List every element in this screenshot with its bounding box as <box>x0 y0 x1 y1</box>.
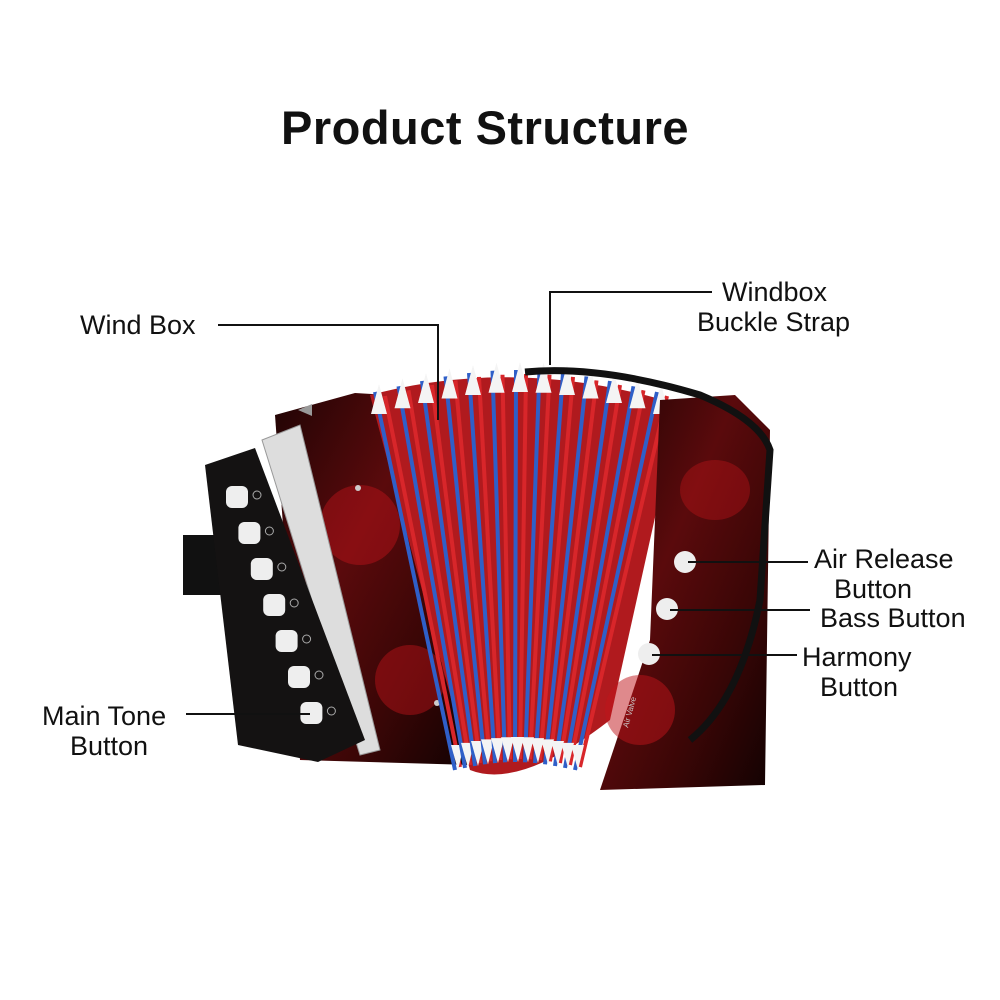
bellows-fold <box>538 376 575 761</box>
bellows-fold <box>453 380 492 762</box>
note-marker-icon <box>264 526 274 536</box>
label-bass-button: Bass Button <box>820 603 966 633</box>
bellows-fold <box>467 372 497 764</box>
note-marker-icon <box>252 490 262 500</box>
bellows-fold <box>500 374 512 760</box>
bellows-corner <box>511 737 524 762</box>
label-harmony-line1: Harmony <box>802 642 912 672</box>
bellows-fold <box>548 380 599 762</box>
bellows-corner <box>571 745 584 770</box>
main-tone-button[interactable] <box>250 558 273 580</box>
main-tone-button[interactable] <box>288 666 310 688</box>
bellows-fold <box>578 395 669 768</box>
bellows-fold <box>406 389 472 766</box>
bellows-fold <box>518 373 528 760</box>
bellows-corner <box>491 738 504 764</box>
air-release-button[interactable] <box>674 551 696 573</box>
main-tone-button[interactable] <box>300 702 323 724</box>
bellows-fold <box>396 385 467 769</box>
bellows-corner <box>531 738 544 764</box>
bellows-corner <box>512 362 528 392</box>
main-tone-button[interactable] <box>263 594 286 616</box>
bellows-corner <box>418 373 434 403</box>
bellows-fold <box>383 395 462 768</box>
bellows-corner <box>441 368 458 399</box>
label-main-tone-line2: Button <box>70 731 149 761</box>
bellows-fold <box>528 374 552 760</box>
bellows-corner <box>559 364 575 395</box>
bellows-fold <box>558 384 622 764</box>
bellows-fold <box>477 376 502 761</box>
note-marker-icon <box>277 562 287 572</box>
bellows-fold <box>420 380 477 767</box>
page-title: Product Structure <box>280 101 690 154</box>
label-main-tone-line1: Main Tone <box>42 701 167 731</box>
label-wind-box: Wind Box <box>80 310 196 340</box>
note-marker-icon <box>314 670 324 680</box>
bellows-corner <box>606 373 622 403</box>
bellows-corner <box>371 384 387 414</box>
bellows-corner <box>471 741 484 766</box>
note-marker-icon <box>326 706 336 716</box>
main-tone-button[interactable] <box>226 486 248 508</box>
bellows-fold <box>443 376 487 765</box>
note-marker-icon <box>289 598 299 608</box>
bellows-corner <box>501 737 514 763</box>
bellows-corner <box>629 378 646 409</box>
bellows-fold <box>513 369 518 763</box>
bellows-corner <box>521 737 534 763</box>
note-marker-icon <box>302 634 312 644</box>
label-air-release-line1: Air Release <box>814 544 954 574</box>
bellows-fold <box>563 385 636 769</box>
bellows-fold <box>523 370 542 763</box>
bellows-fold <box>533 372 565 764</box>
buckle-strap <box>524 367 774 743</box>
leader-lines <box>186 291 810 715</box>
harmony-button[interactable] <box>638 643 660 665</box>
bellows-corner <box>561 742 574 768</box>
bass-button[interactable] <box>656 598 678 620</box>
bellows-corner <box>551 741 564 766</box>
main-tone-button[interactable] <box>275 630 298 652</box>
label-buckle-strap-line1: Windbox <box>722 277 828 307</box>
bellows-corner <box>465 364 481 395</box>
bellows-fold <box>543 376 589 765</box>
main-tone-button[interactable] <box>238 522 261 544</box>
bellows-fold <box>430 384 482 764</box>
bellows-corner <box>394 378 411 409</box>
bellows-fold <box>553 380 612 767</box>
label-harmony-line2: Button <box>820 672 899 702</box>
bellows-fold <box>490 370 507 763</box>
bellows-corner <box>582 368 599 399</box>
bellows <box>370 362 680 775</box>
label-air-release-line2: Button <box>834 574 913 604</box>
bellows-fold <box>573 391 659 771</box>
bellows-corner <box>488 362 505 393</box>
label-buckle-strap-line2: Buckle Strap <box>697 307 851 337</box>
bellows-fold <box>568 389 646 766</box>
bellows-corner <box>541 739 554 765</box>
bellows-corner <box>535 362 552 393</box>
bellows-fold <box>373 391 457 771</box>
bellows-corner <box>481 739 494 765</box>
